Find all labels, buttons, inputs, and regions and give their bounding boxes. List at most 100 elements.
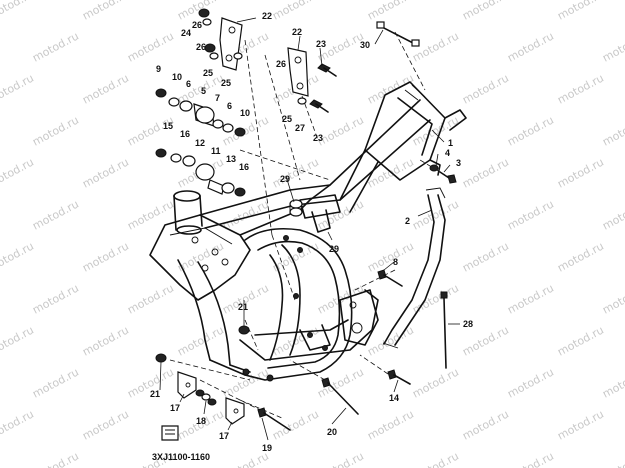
watermark-text: motod.ru — [0, 0, 36, 23]
watermark-text: motod.ru — [0, 239, 36, 274]
callout-6b: 6 — [227, 101, 232, 111]
callout-11: 11 — [211, 146, 221, 156]
callout-23: 23 — [316, 39, 326, 49]
diagram-code: 3XJ1100-1160 — [152, 452, 210, 462]
watermark-text: motod.ru — [175, 323, 226, 358]
engine-mount-parts — [155, 88, 246, 197]
callout-26: 26 — [192, 20, 202, 30]
watermark-text: motod.ru — [315, 449, 366, 468]
watermark-text: motod.ru — [30, 29, 81, 64]
callout-27: 27 — [295, 123, 305, 133]
watermark-text: motod.ru — [460, 407, 511, 442]
callout-16b: 16 — [239, 162, 249, 172]
watermark-text: motod.ru — [80, 0, 131, 23]
callout-12: 12 — [195, 138, 205, 148]
callout-30: 30 — [360, 40, 370, 50]
watermark-text: motod.ru — [315, 113, 366, 148]
watermark-text: motod.ru — [365, 155, 416, 190]
watermark-text: motod.ru — [0, 71, 36, 106]
watermark-text: motod.ru — [125, 281, 176, 316]
callout-10b: 10 — [240, 108, 250, 118]
watermark-text: motod.ru — [555, 239, 606, 274]
callout-10: 10 — [172, 72, 182, 82]
callout-18: 18 — [196, 416, 206, 426]
callout-25b: 25 — [221, 78, 231, 88]
watermark-text: motod.ru — [80, 155, 131, 190]
watermark-text: motod.ru — [80, 239, 131, 274]
watermark-text: motod.ru — [555, 323, 606, 358]
part-30-rod — [376, 21, 420, 47]
watermark-text: motod.ru — [460, 71, 511, 106]
callout-20: 20 — [327, 427, 337, 437]
watermark-text: motod.ru — [80, 71, 131, 106]
watermark-text: motod.ru — [0, 323, 36, 358]
watermark-text: motod.ru — [410, 197, 461, 232]
watermark-text: motod.ru — [80, 323, 131, 358]
watermark-text: motod.ru — [365, 239, 416, 274]
watermark-text: motod.ru — [80, 407, 131, 442]
callout-1: 1 — [448, 138, 453, 148]
callout-13: 13 — [226, 154, 236, 164]
callout-24: 24 — [181, 28, 191, 38]
watermark-text: motod.ru — [555, 0, 606, 23]
watermark-text: motod.ru — [460, 0, 511, 23]
watermark-text: motod.ru — [125, 29, 176, 64]
callout-4: 4 — [445, 148, 450, 158]
watermark-text: motod.ru — [30, 113, 81, 148]
bracket-parts — [198, 8, 337, 113]
watermark-text: motod.ru — [30, 365, 81, 400]
callout-25: 25 — [203, 68, 213, 78]
watermark-text: motod.ru — [365, 407, 416, 442]
watermark-text: motod.ru — [505, 113, 556, 148]
callout-7: 7 — [215, 93, 220, 103]
watermark-text: motod.ru — [600, 113, 625, 148]
watermark-text: motod.ru — [600, 365, 625, 400]
watermark-text: motod.ru — [270, 323, 321, 358]
watermark-text: motod.ru — [505, 365, 556, 400]
frame-assembly — [149, 81, 467, 382]
callout-21: 21 — [238, 302, 248, 312]
callout-26b: 26 — [196, 42, 206, 52]
callout-3: 3 — [456, 158, 461, 168]
watermark-text: motod.ru — [555, 71, 606, 106]
guide-lines — [169, 31, 446, 419]
callout-labels: 26 24 22 22 26 25 25 23 30 26 25 27 23 9… — [150, 11, 473, 453]
watermark-text: motod.ru — [30, 449, 81, 468]
callout-26c: 26 — [276, 59, 286, 69]
callout-6: 6 — [186, 79, 191, 89]
watermark-text: motod.ru — [270, 407, 321, 442]
watermark-text: motod.ru — [125, 197, 176, 232]
watermark-text: motod.ru — [410, 449, 461, 468]
watermark-text: motod.ru — [555, 155, 606, 190]
leader-lines — [159, 17, 460, 441]
callout-29: 29 — [280, 174, 290, 184]
watermark-text: motod.ru — [410, 29, 461, 64]
callout-21b: 21 — [150, 389, 160, 399]
watermark-text: motod.ru — [270, 0, 321, 23]
callout-16: 16 — [180, 129, 190, 139]
watermark-text: motod.ru — [125, 113, 176, 148]
rear-subframe — [382, 187, 446, 349]
callout-9: 9 — [156, 64, 161, 74]
callout-29b: 29 — [329, 244, 339, 254]
watermark-text: motod.ru — [505, 197, 556, 232]
lower-bracket-parts — [161, 371, 245, 441]
callout-23b: 23 — [313, 133, 323, 143]
watermark-text: motod.ru — [600, 29, 625, 64]
watermark-text: motod.ru — [600, 197, 625, 232]
watermark-text: motod.ru — [460, 239, 511, 274]
watermark-text: motod.ru — [0, 155, 36, 190]
watermark-text: motod.ru — [30, 197, 81, 232]
callout-19: 19 — [262, 443, 272, 453]
callout-8: 8 — [393, 257, 398, 267]
watermark-text: motod.ru — [600, 281, 625, 316]
callout-22b: 22 — [292, 27, 302, 37]
watermark-text: motod.ru — [270, 155, 321, 190]
watermark-text: motod.ru — [555, 407, 606, 442]
watermark-text: motod.ru — [365, 0, 416, 23]
watermark-text: motod.ru — [410, 365, 461, 400]
callout-14: 14 — [389, 393, 399, 403]
callout-25c: 25 — [282, 114, 292, 124]
